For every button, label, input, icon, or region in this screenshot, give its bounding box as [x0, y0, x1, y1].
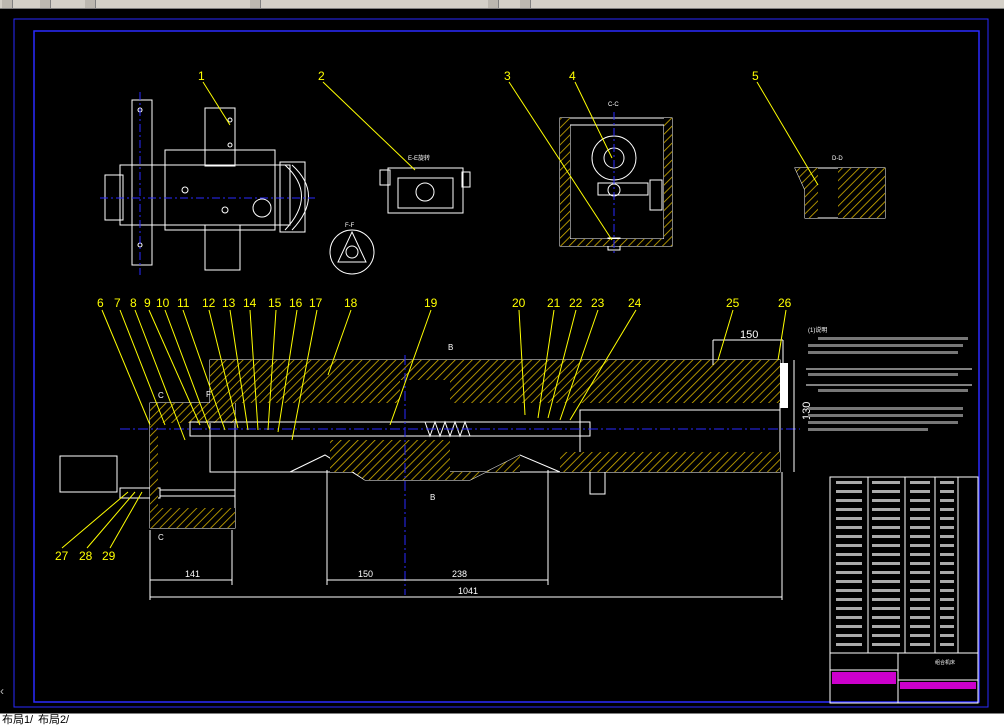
balloon-22: 22 [569, 296, 583, 310]
balloon-25: 25 [726, 296, 740, 310]
toolbar-button[interactable] [85, 0, 96, 8]
label-ff: F-F [345, 223, 355, 229]
marker-c-bot: C [158, 533, 164, 542]
balloon-26: 26 [778, 296, 792, 310]
balloon-16: 16 [289, 296, 303, 310]
marker-b-bot: B [430, 493, 435, 502]
balloon-20: 20 [512, 296, 526, 310]
title-block-name: 组合机床 [935, 659, 955, 666]
toolbar-button[interactable] [2, 0, 13, 8]
toolbar-button[interactable] [40, 0, 51, 8]
balloon-24: 24 [628, 296, 642, 310]
balloon-12: 12 [202, 296, 216, 310]
balloon-13: 13 [222, 296, 236, 310]
balloon-9: 9 [144, 296, 151, 310]
sheet-outer-border [13, 18, 989, 708]
balloon-11: 11 [177, 296, 190, 310]
notes-title: (1)说明 [808, 326, 827, 334]
balloon-28: 28 [79, 549, 93, 563]
title-block-magenta [832, 672, 896, 684]
balloon-1: 1 [198, 69, 205, 83]
tab-layout2[interactable]: 布局2 [38, 714, 67, 726]
title-block-magenta-2 [900, 682, 976, 689]
marker-f: F [206, 390, 211, 399]
balloon-7: 7 [114, 296, 121, 310]
dim-141: 141 [185, 569, 200, 579]
balloon-6: 6 [97, 296, 104, 310]
tab-separator: / [30, 714, 34, 726]
view-cc [559, 117, 673, 251]
balloon-2: 2 [318, 69, 325, 83]
toolbar-button[interactable] [488, 0, 499, 8]
balloon-15: 15 [268, 296, 282, 310]
dim-238: 238 [452, 569, 467, 579]
marker-b-top: B [448, 343, 453, 352]
dimensions [149, 339, 795, 600]
toolbar-button[interactable] [250, 0, 261, 8]
view-ff [329, 229, 375, 275]
layout-tabs: 布局1 / 布局2 / [0, 713, 1004, 727]
drawing-canvas[interactable]: E-E旋转 F-F C-C D-D [0, 9, 1004, 713]
toolbar [0, 0, 1004, 9]
parts-list-rows [836, 481, 954, 646]
leaders [61, 81, 819, 549]
balloon-numbers: 1 2 3 4 5 6 7 8 9 10 11 12 13 14 15 16 1… [55, 69, 792, 563]
label-dd: D-D [832, 156, 843, 162]
balloon-10: 10 [156, 296, 170, 310]
marker-c-top: C [158, 391, 164, 400]
balloon-17: 17 [309, 296, 323, 310]
balloon-18: 18 [344, 296, 358, 310]
toolbar-button[interactable] [520, 0, 531, 8]
dim-1041: 1041 [458, 586, 478, 596]
balloon-5: 5 [752, 69, 759, 83]
balloon-29: 29 [102, 549, 116, 563]
tab-layout1[interactable]: 布局1 [2, 714, 31, 726]
view-1 [104, 99, 309, 271]
svg-text:E-E旋转: E-E旋转 [408, 154, 430, 162]
view-2 [379, 167, 471, 214]
balloon-8: 8 [130, 296, 137, 310]
scroll-left-icon[interactable]: ‹ [0, 684, 4, 698]
cad-drawing: E-E旋转 F-F C-C D-D [13, 18, 989, 708]
tab-separator: / [66, 714, 70, 726]
balloon-3: 3 [504, 69, 511, 83]
notes-block: (1)说明 [806, 326, 972, 431]
dim-150-top: 150 [740, 329, 758, 341]
dim-130: 130 [801, 402, 813, 420]
balloon-23: 23 [591, 296, 605, 310]
balloon-4: 4 [569, 69, 576, 83]
dim-150: 150 [358, 569, 373, 579]
sheet-inner-border [33, 30, 980, 703]
balloon-14: 14 [243, 296, 257, 310]
balloon-27: 27 [55, 549, 69, 563]
title-block [829, 652, 979, 704]
balloon-19: 19 [424, 296, 438, 310]
balloon-21: 21 [547, 296, 561, 310]
parts-list [829, 476, 979, 654]
label-cc: C-C [608, 102, 619, 108]
